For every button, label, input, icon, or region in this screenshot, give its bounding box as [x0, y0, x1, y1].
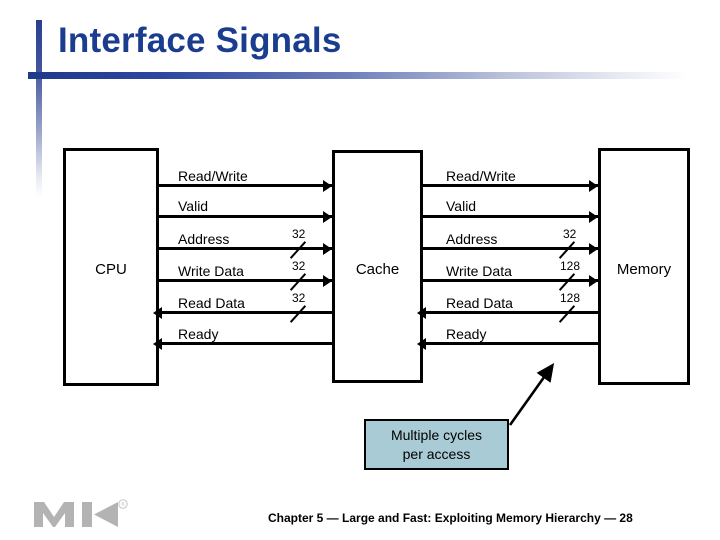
arrowhead-cpu-valid [323, 211, 332, 223]
signal-line-cpu-address [159, 247, 332, 250]
title-horizontal-rule [28, 72, 688, 79]
arrowhead-mem-valid [589, 211, 598, 223]
mk-logo: ® [34, 499, 128, 527]
signal-label-mem-address: Address [446, 231, 498, 247]
bus-slash-cpu-write-data [289, 273, 307, 291]
signal-line-cpu-read-write [159, 184, 332, 187]
bus-width-mem-address: 32 [563, 227, 577, 241]
signal-line-mem-address [423, 247, 598, 250]
arrowhead-mem-write-data [589, 275, 598, 287]
signal-label-mem-read-data: Read Data [446, 295, 513, 311]
bus-width-cpu-read-data: 32 [292, 291, 306, 305]
arrowhead-cpu-read-write [323, 180, 332, 192]
bus-slash-cpu-read-data [289, 305, 307, 323]
signal-label-cpu-read-write: Read/Write [178, 168, 248, 184]
unit-box-memory [598, 148, 690, 385]
bus-slash-mem-address [558, 241, 576, 259]
signal-label-cpu-ready: Ready [178, 326, 219, 342]
registered-mark: ® [121, 501, 125, 508]
arrowhead-mem-ready [417, 338, 426, 350]
title-vertical-accent-bar [36, 20, 42, 198]
bus-slash-mem-write-data [558, 273, 576, 291]
signal-label-mem-write-data: Write Data [446, 263, 512, 279]
unit-label-memory: Memory [616, 261, 672, 278]
arrowhead-mem-read-write [589, 180, 598, 192]
arrowhead-cpu-write-data [323, 275, 332, 287]
signal-label-cpu-valid: Valid [178, 198, 209, 214]
page-title: Interface Signals [58, 21, 342, 60]
unit-box-cache [332, 150, 423, 383]
bus-slash-cpu-address [289, 241, 307, 259]
callout-line-1: Multiple cycles [390, 426, 483, 443]
signal-label-mem-valid: Valid [446, 198, 477, 214]
signal-line-mem-read-data [423, 311, 598, 314]
unit-box-cpu [63, 148, 159, 386]
bus-width-cpu-write-data: 32 [292, 259, 306, 273]
unit-label-cache: Cache [355, 261, 400, 278]
signal-line-cpu-ready [159, 342, 332, 345]
callout-pointer-arrow [508, 363, 555, 426]
signal-label-cpu-read-data: Read Data [178, 295, 245, 311]
callout-line-2: per access [402, 445, 471, 462]
bus-width-cpu-address: 32 [292, 227, 306, 241]
bus-width-mem-write-data: 128 [560, 259, 581, 273]
signal-label-mem-ready: Ready [446, 326, 487, 342]
signal-line-cpu-write-data [159, 279, 332, 282]
signal-label-mem-read-write: Read/Write [446, 168, 516, 184]
callout-box-multiple-cycles: Multiple cycles per access [364, 419, 509, 470]
signal-line-mem-valid [423, 215, 598, 218]
arrowhead-cpu-read-data [153, 307, 162, 319]
signal-label-cpu-write-data: Write Data [178, 263, 244, 279]
bus-slash-mem-read-data [558, 305, 576, 323]
signal-line-cpu-valid [159, 215, 332, 218]
unit-label-cpu: CPU [95, 261, 127, 278]
signal-line-mem-read-write [423, 184, 598, 187]
signal-line-mem-ready [423, 342, 598, 345]
arrowhead-cpu-ready [153, 338, 162, 350]
signal-label-cpu-address: Address [178, 231, 230, 247]
arrowhead-cpu-address [323, 243, 332, 255]
footer-citation: Chapter 5 — Large and Fast: Exploiting M… [268, 511, 633, 525]
arrowhead-mem-read-data [417, 307, 426, 319]
bus-width-mem-read-data: 128 [560, 291, 581, 305]
arrowhead-mem-address [589, 243, 598, 255]
signal-line-cpu-read-data [159, 311, 332, 314]
signal-line-mem-write-data [423, 279, 598, 282]
